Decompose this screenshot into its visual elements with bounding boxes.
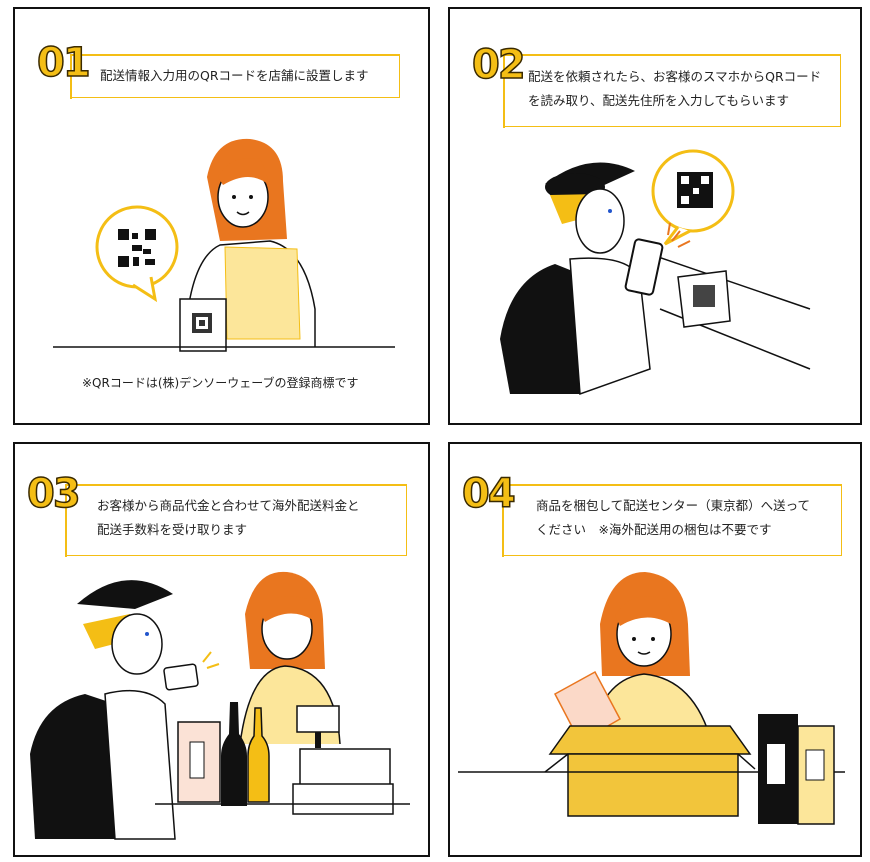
step-panel-3: 03 お客様から商品代金と合わせて海外配送料金と 配送手数料を受け取ります — [13, 442, 430, 857]
step-caption-line1: 配送を依頼されたら、お客様のスマホからQRコード — [528, 69, 822, 84]
shop-staff-illustration — [53, 138, 395, 352]
bottle-icon — [221, 702, 247, 806]
step-caption-line2: 配送手数料を受け取ります — [97, 522, 248, 537]
trademark-note: ※QRコードは(株)デンソーウェーブの登録商標です — [82, 376, 359, 390]
qr-code-icon — [118, 229, 156, 267]
qr-code-icon — [677, 172, 713, 208]
smartphone-icon — [624, 238, 664, 296]
backpack-icon — [500, 264, 580, 394]
customer-scan-illustration — [500, 149, 811, 396]
caption-frame — [503, 54, 841, 128]
packing-illustration — [458, 572, 845, 825]
caption-frame — [65, 484, 407, 557]
step-caption-line1: お客様から商品代金と合わせて海外配送料金と — [97, 498, 360, 513]
step-number: 01 — [36, 40, 91, 86]
step-panel-2: 02 配送を依頼されたら、お客様のスマホからQRコード を読み取り、配送先住所を… — [448, 7, 862, 425]
step-panel-1: 01 配送情報入力用のQRコードを店舗に設置します — [13, 7, 430, 425]
caption-frame — [70, 54, 400, 99]
step-number: 02 — [471, 42, 526, 88]
step-caption-line1: 商品を梱包して配送センター（東京都）へ送って — [536, 498, 811, 513]
caption-frame — [502, 484, 842, 557]
step-panel-4: 04 商品を梱包して配送センター（東京都）へ送って ください ※海外配送用の梱包… — [448, 442, 862, 857]
payment-illustration — [30, 571, 410, 840]
step-caption: 配送情報入力用のQRコードを店舗に設置します — [100, 68, 369, 83]
card-icon — [163, 663, 199, 691]
step-caption-line2: ください ※海外配送用の梱包は不要です — [536, 522, 772, 537]
step-caption-line2: を読み取り、配送先住所を入力してもらいます — [528, 93, 790, 108]
backpack-icon — [30, 694, 115, 839]
cardboard-box-icon — [544, 725, 756, 817]
step-number: 04 — [461, 471, 516, 517]
step-number: 03 — [26, 471, 81, 517]
cash-register-icon — [292, 705, 394, 815]
